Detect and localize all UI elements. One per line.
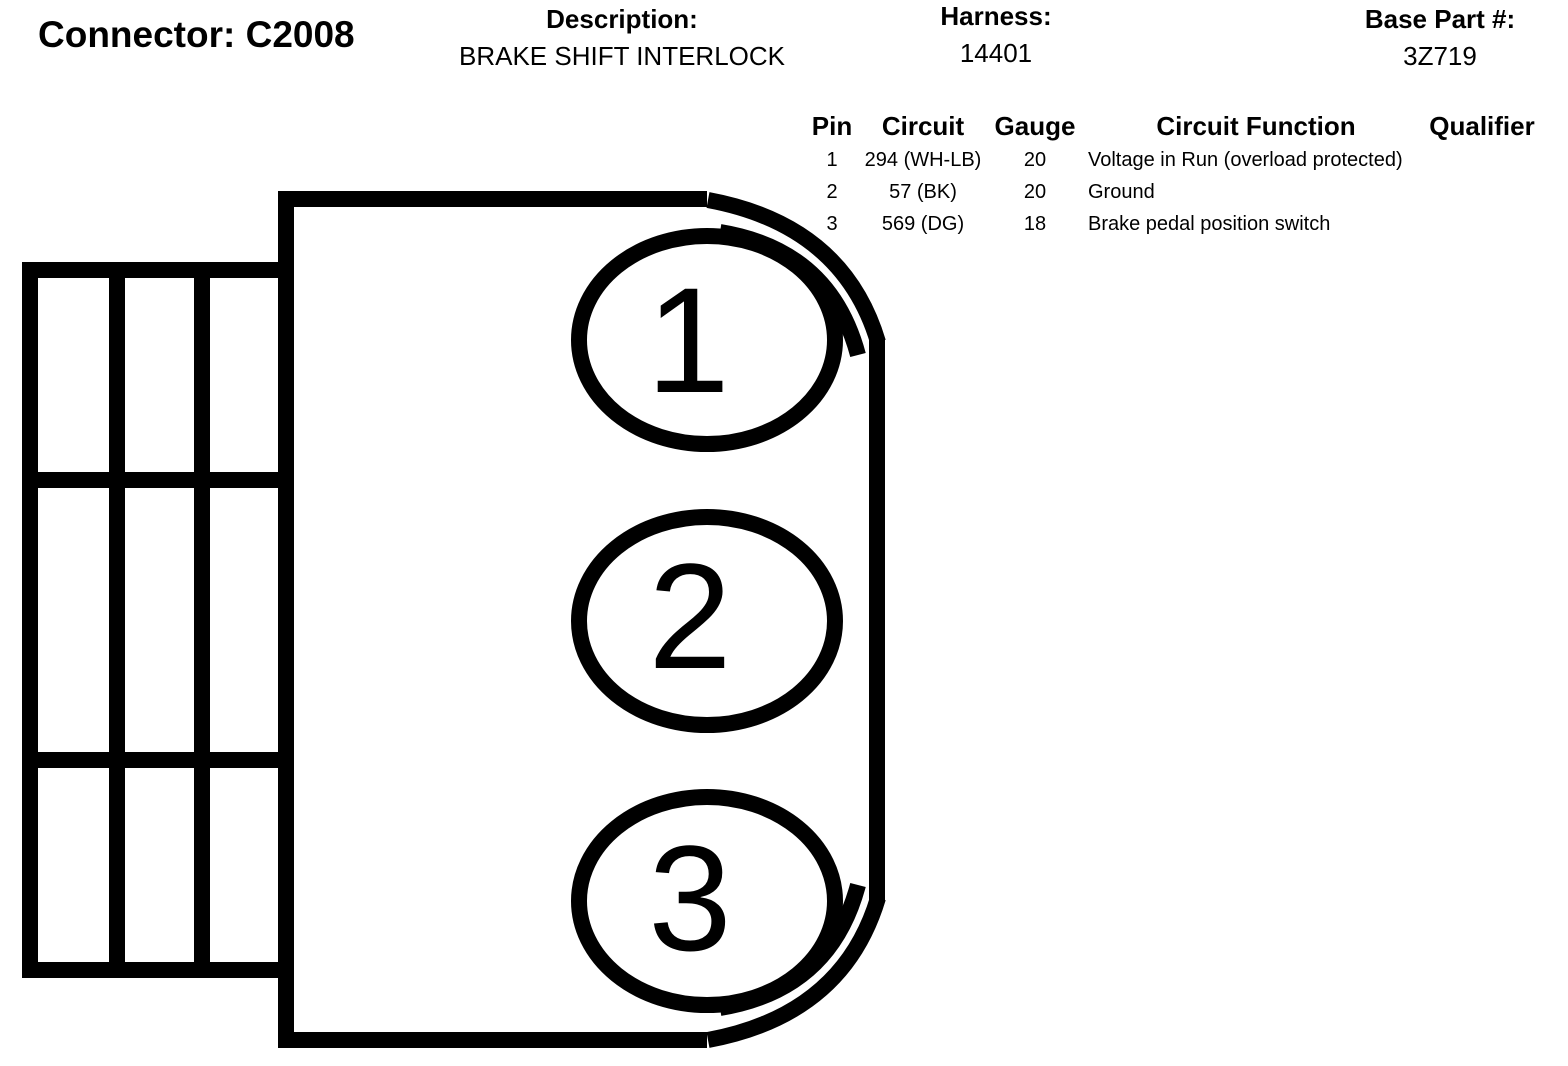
base-part-value: 3Z719 xyxy=(1403,41,1477,71)
description-value: BRAKE SHIFT INTERLOCK xyxy=(458,41,786,71)
pin-number-label: 2 xyxy=(648,532,731,700)
row-function: Ground xyxy=(1088,180,1155,203)
description-label: Description: xyxy=(546,4,698,34)
table-row: 3 569 (DG) 18 Brake pedal position switc… xyxy=(802,208,1538,240)
row-function: Brake pedal position switch xyxy=(1088,212,1331,235)
row-pin: 1 xyxy=(826,148,838,171)
row-gauge: 20 xyxy=(1023,180,1047,203)
description-block: Description: BRAKE SHIFT INTERLOCK xyxy=(442,4,802,71)
row-gauge: 20 xyxy=(1023,148,1047,171)
table-row: 2 57 (BK) 20 Ground xyxy=(802,176,1538,208)
pin-table: Pin Circuit Gauge Circuit Function Quali… xyxy=(802,108,1538,240)
row-gauge: 18 xyxy=(1023,212,1047,235)
pin-cavity-1 xyxy=(571,228,843,452)
row-pin: 2 xyxy=(826,180,838,203)
base-part-block: Base Part #: 3Z719 xyxy=(1340,4,1540,71)
connector-bottom-curve xyxy=(706,895,886,1048)
table-row: 1 294 (WH-LB) 20 Voltage in Run (overloa… xyxy=(802,144,1538,176)
connector-body-outline xyxy=(278,191,707,1048)
pin-cavity-3 xyxy=(571,789,843,1013)
row-circuit: 569 (DG) xyxy=(881,212,965,235)
harness-value: 14401 xyxy=(959,38,1033,68)
header-qualifier: Qualifier xyxy=(1429,110,1535,141)
connector-top-curve xyxy=(706,192,886,345)
row-pin: 3 xyxy=(826,212,838,235)
header-gauge: Gauge xyxy=(994,110,1076,141)
row-function: Voltage in Run (overload protected) xyxy=(1088,148,1403,171)
pin-number-label: 3 xyxy=(648,814,731,982)
pin-table-header-row: Pin Circuit Gauge Circuit Function Quali… xyxy=(802,108,1538,144)
header-circuit-function: Circuit Function xyxy=(1156,110,1356,141)
row-circuit: 57 (BK) xyxy=(889,180,957,203)
pin-cavity-2 xyxy=(571,509,843,733)
header-pin: Pin xyxy=(811,110,853,141)
harness-block: Harness: 14401 xyxy=(896,1,1096,68)
harness-label: Harness: xyxy=(940,1,1052,31)
base-part-label: Base Part #: xyxy=(1364,4,1516,34)
pin-number-label: 1 xyxy=(646,256,729,424)
header-circuit: Circuit xyxy=(881,110,965,141)
connector-title: Connector: C2008 xyxy=(38,14,355,55)
latch-grid-outline xyxy=(22,262,282,978)
row-circuit: 294 (WH-LB) xyxy=(864,148,982,171)
